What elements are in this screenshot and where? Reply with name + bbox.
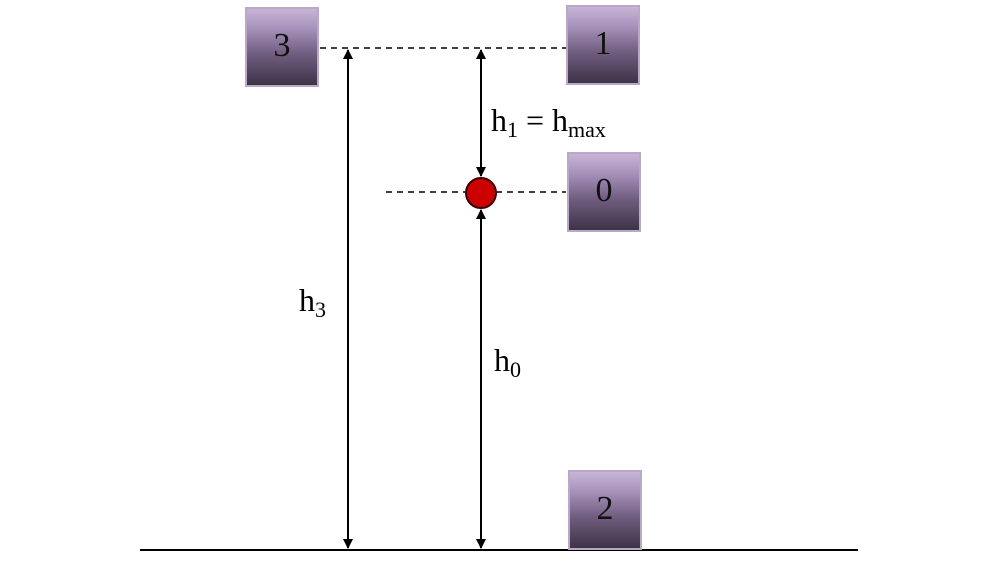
level-label-0: 0 <box>595 172 613 209</box>
h1-suffix-base: = h <box>518 102 569 138</box>
level-box-3: 3 <box>245 7 319 87</box>
level-label-2: 2 <box>596 490 614 527</box>
h3-label: h3 <box>299 284 326 321</box>
h1-sub: 1 <box>507 117 518 142</box>
h0-base: h <box>494 342 510 378</box>
level-box-1: 1 <box>566 5 640 85</box>
h0-sub: 0 <box>510 357 521 382</box>
ball <box>465 177 497 209</box>
h3-base: h <box>299 282 315 318</box>
level-box-2: 2 <box>568 470 642 550</box>
level-label-1: 1 <box>594 25 612 62</box>
h1-label: h1 = hmax <box>491 104 606 141</box>
h0-label: h0 <box>494 344 521 381</box>
h1-suffix-sub: max <box>568 117 606 142</box>
level-box-0: 0 <box>567 152 641 232</box>
h3-sub: 3 <box>315 297 326 322</box>
h1-base: h <box>491 102 507 138</box>
level-label-3: 3 <box>273 27 291 64</box>
